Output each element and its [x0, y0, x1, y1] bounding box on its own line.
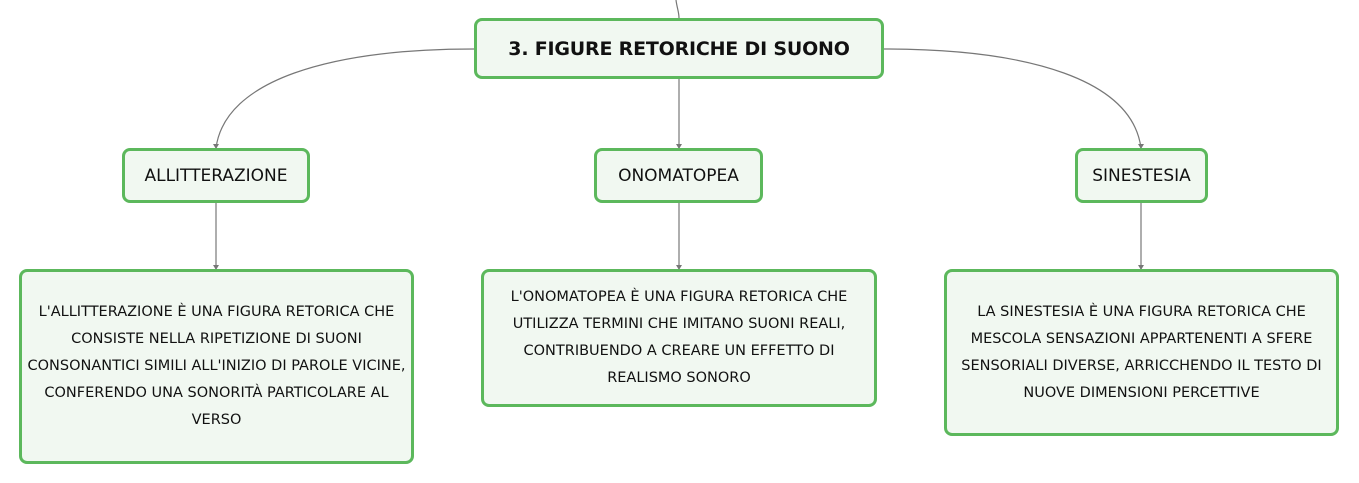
connector-root-to-sinestesia	[883, 48, 1142, 149]
topic-label: ALLITTERAZIONE	[144, 165, 288, 186]
topic-allitterazione[interactable]: ALLITTERAZIONE	[122, 148, 310, 203]
topic-label: ONOMATOPEA	[618, 165, 739, 186]
arrowhead-onomatopea-description	[676, 265, 682, 270]
topic-onomatopea[interactable]: ONOMATOPEA	[594, 148, 763, 203]
root-topic[interactable]: 3. FIGURE RETORICHE DI SUONO	[474, 18, 884, 79]
description-sinestesia[interactable]: LA SINESTESIA È UNA FIGURA RETORICA CHE …	[944, 269, 1339, 436]
arrowhead-sinestesia-description	[1138, 265, 1144, 270]
connector-from-parent	[675, 0, 680, 19]
arrowhead-onomatopea	[676, 144, 682, 149]
arrowhead-sinestesia	[1138, 144, 1144, 149]
arrowhead-allitterazione-description	[213, 265, 219, 270]
description-text: L'ALLITTERAZIONE È UNA FIGURA RETORICA C…	[27, 304, 406, 428]
topic-label: SINESTESIA	[1092, 165, 1191, 186]
arrowhead-allitterazione	[213, 144, 219, 149]
description-allitterazione[interactable]: L'ALLITTERAZIONE È UNA FIGURA RETORICA C…	[19, 269, 414, 464]
topic-sinestesia[interactable]: SINESTESIA	[1075, 148, 1208, 203]
root-topic-title: 3. FIGURE RETORICHE DI SUONO	[508, 37, 850, 60]
description-onomatopea[interactable]: L'ONOMATOPEA È UNA FIGURA RETORICA CHE U…	[481, 269, 877, 407]
connector-root-to-allitterazione	[215, 48, 475, 149]
description-text: L'ONOMATOPEA È UNA FIGURA RETORICA CHE U…	[510, 289, 848, 386]
description-text: LA SINESTESIA È UNA FIGURA RETORICA CHE …	[961, 303, 1322, 401]
